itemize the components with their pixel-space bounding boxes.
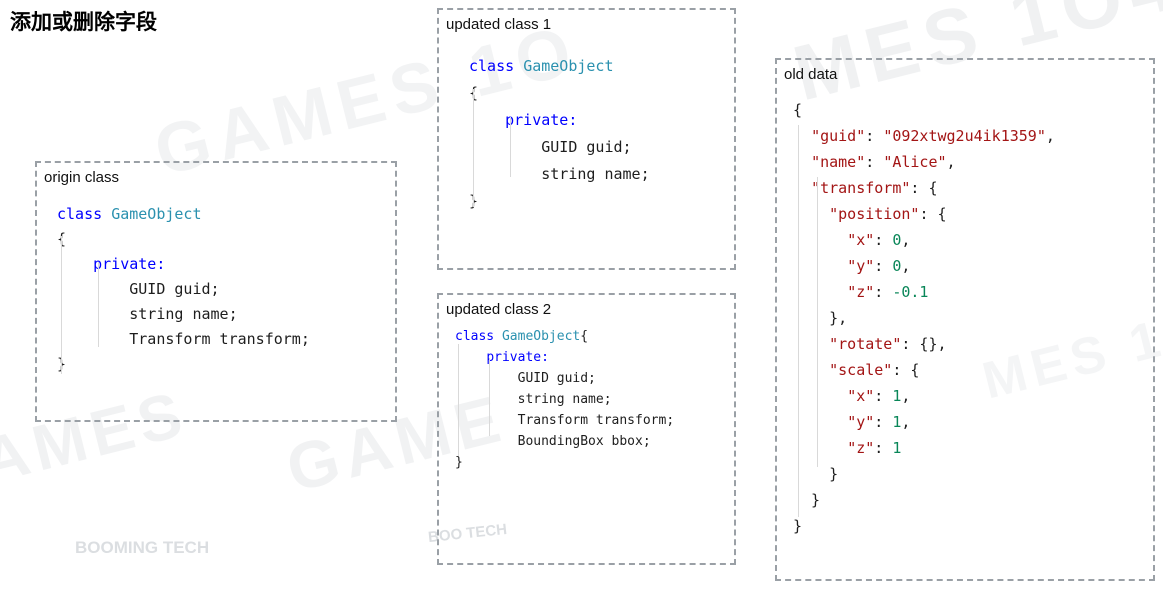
code-line: Transform transform; <box>455 413 675 428</box>
code-line: } <box>793 491 821 509</box>
code-line: } <box>793 517 803 535</box>
code-line: { <box>469 84 479 102</box>
code-line: class GameObject <box>57 205 202 223</box>
panel-label-updated2: updated class 2 <box>446 301 552 318</box>
code-line: class GameObject <box>469 57 614 75</box>
panel-origin: origin class class GameObject { private: G… <box>35 161 397 422</box>
code-line: }, <box>793 309 848 327</box>
code-line: { <box>793 101 803 119</box>
code-line: } <box>793 465 839 483</box>
code-line: "guid": "092xtwg2u4ik1359", <box>811 127 1055 145</box>
code-line: private: <box>505 111 578 129</box>
code-line: GUID guid; <box>469 138 632 156</box>
code-line: "y": 1, <box>847 413 911 431</box>
code-line: private: <box>486 350 549 365</box>
code-line: string name; <box>469 165 650 183</box>
panel-olddata: old data { "guid": "092xtwg2u4ik1359", "n… <box>775 58 1155 581</box>
code-line: } <box>455 455 463 470</box>
code-line: "x": 1, <box>847 387 911 405</box>
code-line: } <box>469 192 479 210</box>
code-line: "scale": { <box>829 361 920 379</box>
code-line: GUID guid; <box>57 280 220 298</box>
panel-label-origin: origin class <box>44 169 120 186</box>
code-block-olddata: { "guid": "092xtwg2u4ik1359", "name": "A… <box>793 97 1153 539</box>
code-block-updated2: class GameObject{ private: GUID guid; st… <box>455 326 734 473</box>
code-line: Transform transform; <box>57 330 310 348</box>
code-block-updated1: class GameObject { private: GUID guid; st… <box>469 53 734 215</box>
code-line: "transform": { <box>811 179 938 197</box>
code-line: "name": "Alice", <box>811 153 956 171</box>
code-line: BoundingBox bbox; <box>455 434 651 449</box>
code-line: "y": 0, <box>847 257 911 275</box>
code-block-origin: class GameObject { private: GUID guid; st… <box>57 202 395 377</box>
panel-label-olddata: old data <box>784 66 838 83</box>
code-line: "z": -0.1 <box>847 283 929 301</box>
watermark: BOOMING TECH <box>75 538 210 557</box>
code-line: "z": 1 <box>847 439 902 457</box>
page-title: 添加或删除字段 <box>10 11 157 34</box>
code-line: GUID guid; <box>455 371 596 386</box>
code-line: { <box>57 230 67 248</box>
panel-updated2: updated class 2 class GameObject{ private… <box>437 293 736 565</box>
code-line: "rotate": {}, <box>829 335 947 353</box>
panel-updated1: updated class 1 class GameObject { private… <box>437 8 736 270</box>
code-line: string name; <box>455 392 612 407</box>
code-line: } <box>57 355 67 373</box>
code-line: class GameObject{ <box>455 329 589 344</box>
code-line: private: <box>93 255 166 273</box>
panel-label-updated1: updated class 1 <box>446 16 552 33</box>
code-line: string name; <box>57 305 238 323</box>
code-line: "x": 0, <box>847 231 911 249</box>
code-line: "position": { <box>829 205 947 223</box>
